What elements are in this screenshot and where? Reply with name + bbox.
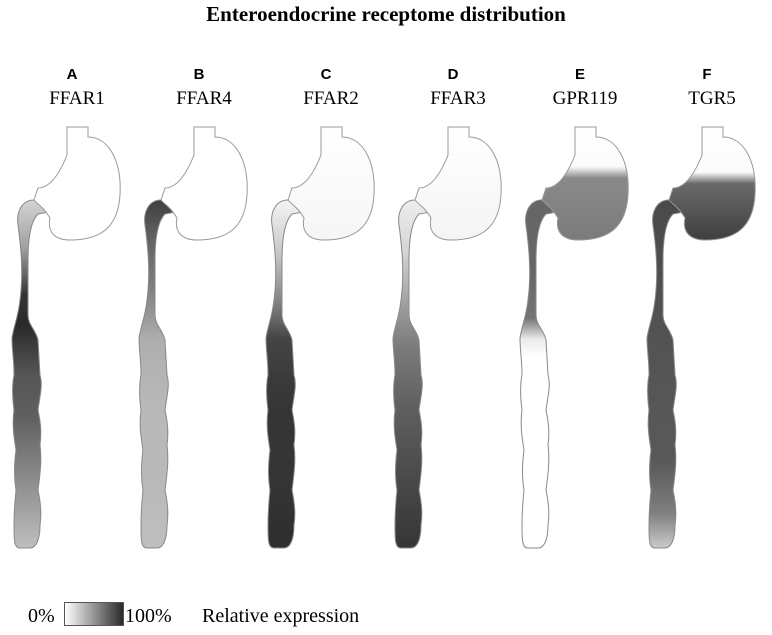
gi-tract-tgr5 — [646, 126, 756, 549]
intestine-shape — [519, 199, 572, 549]
intestine-shape — [265, 199, 318, 549]
panel-letter-d: D — [447, 66, 459, 83]
intestine-shape — [138, 199, 191, 549]
panel-letter-f: F — [702, 66, 712, 83]
legend-max-label: 100% — [125, 605, 172, 627]
stomach-shape — [287, 126, 375, 241]
gi-tract-ffar3 — [392, 126, 502, 549]
stomach-shape — [668, 126, 756, 241]
receptor-name-tgr5: TGR5 — [688, 88, 736, 109]
gi-tract-gpr119 — [519, 126, 629, 549]
gi-tract-ffar2 — [265, 126, 375, 549]
stomach-shape — [541, 126, 629, 241]
intestine-shape — [392, 199, 445, 549]
panel-letter-a: A — [66, 66, 78, 83]
panel-letter-b: B — [193, 66, 205, 83]
legend-title: Relative expression — [202, 605, 360, 627]
receptor-name-ffar4: FFAR4 — [176, 88, 232, 109]
legend-gradient-bar — [64, 602, 124, 626]
gi-tract-diagrams — [11, 126, 756, 549]
stomach-shape — [33, 126, 121, 241]
gi-tract-ffar1 — [11, 126, 121, 549]
stomach-shape — [160, 126, 248, 241]
stomach-shape — [414, 126, 502, 241]
panel-letter-c: C — [320, 66, 332, 83]
receptor-name-ffar1: FFAR1 — [49, 88, 105, 109]
legend-min-label: 0% — [28, 605, 55, 627]
receptor-name-ffar3: FFAR3 — [430, 88, 486, 109]
panel-letter-e: E — [574, 66, 585, 83]
figure-title: Enteroendocrine receptome distribution — [206, 2, 566, 26]
gi-tract-ffar4 — [138, 126, 248, 549]
receptor-name-gpr119: GPR119 — [552, 88, 618, 109]
intestine-shape — [11, 199, 64, 549]
intestine-shape — [646, 199, 699, 549]
receptor-name-ffar2: FFAR2 — [303, 88, 359, 109]
